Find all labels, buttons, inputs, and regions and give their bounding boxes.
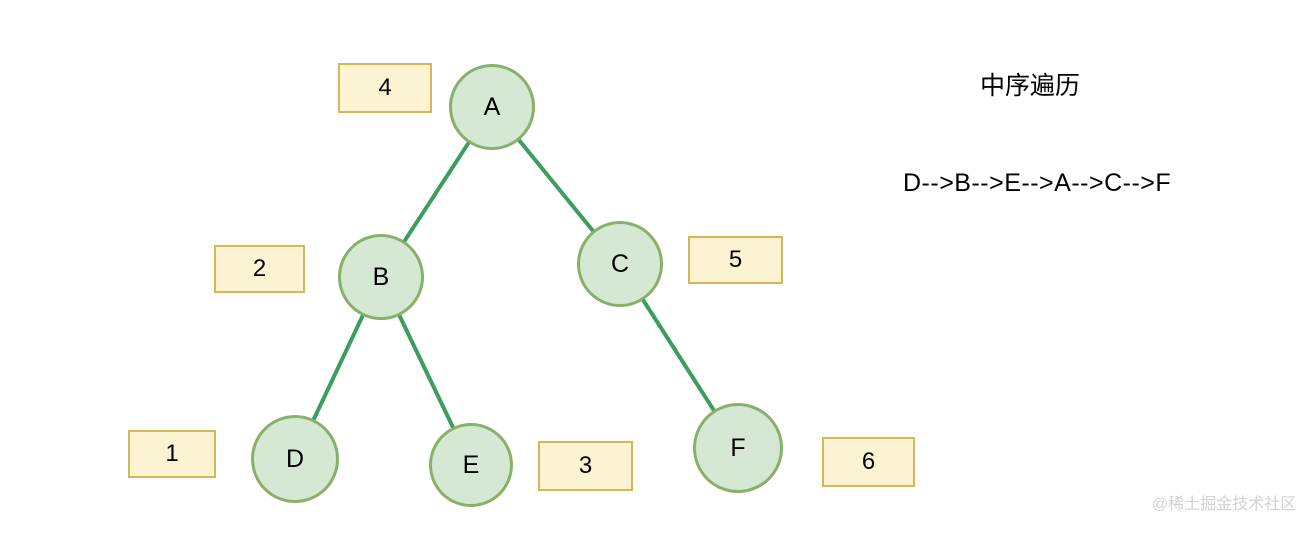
watermark-text: @稀土掘金技术社区	[1152, 496, 1297, 513]
tree-node-c[interactable]: C	[577, 221, 663, 307]
tree-node-f[interactable]: F	[693, 403, 783, 493]
order-label-d: 1	[128, 430, 216, 478]
tree-edge-a-c	[515, 136, 597, 235]
tree-node-b[interactable]: B	[338, 234, 424, 320]
tree-edge-c-f	[640, 296, 717, 414]
tree-edge-b-e	[396, 311, 456, 431]
order-label-b: 2	[214, 245, 305, 293]
tree-edge-a-b	[401, 139, 472, 245]
traversal-sequence: D-->B-->E-->A-->C-->F	[903, 169, 1172, 197]
order-label-e: 3	[538, 441, 633, 491]
order-label-a: 4	[338, 63, 432, 113]
tree-node-d[interactable]: D	[251, 415, 339, 503]
tree-node-e[interactable]: E	[429, 423, 513, 507]
tree-edge-b-d	[310, 312, 366, 424]
order-label-f: 6	[822, 437, 915, 487]
traversal-title: 中序遍历	[980, 72, 1081, 100]
order-label-c: 5	[688, 236, 783, 284]
tree-node-a[interactable]: A	[449, 64, 535, 150]
